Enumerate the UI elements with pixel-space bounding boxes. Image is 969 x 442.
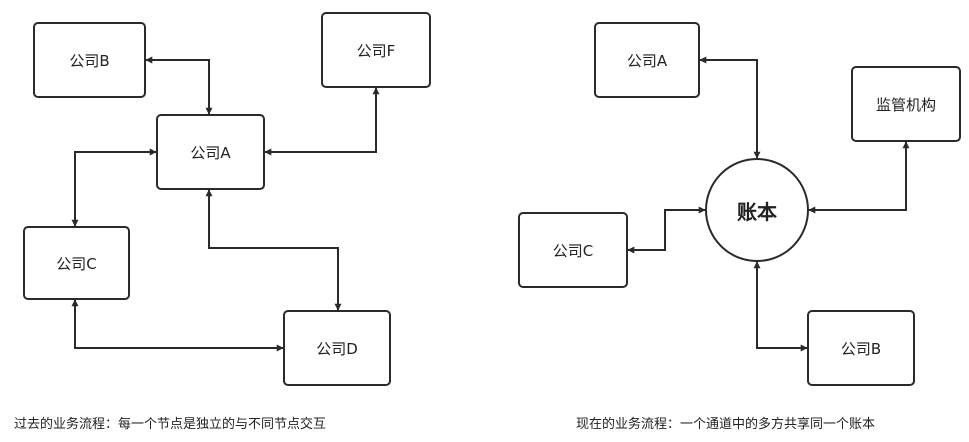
node-company-f-label: 公司F <box>356 41 396 60</box>
node-company-a: 公司A <box>156 114 265 190</box>
right-caption: 现在的业务流程：一个通道中的多方共享同一个账本 <box>576 417 876 432</box>
edge-a-f <box>264 87 380 156</box>
node-company-d-label: 公司D <box>316 339 358 358</box>
left-caption: 过去的业务流程：每一个节点是独立的与不同节点交互 <box>14 417 327 432</box>
edge-a-d <box>205 189 342 311</box>
node-ledger: 账本 <box>705 158 809 262</box>
node-company-c-label: 公司C <box>56 254 97 273</box>
node-company-c: 公司C <box>23 226 130 300</box>
edge-a-c <box>71 148 157 227</box>
node-company-b-right-label: 公司B <box>840 339 882 358</box>
node-company-b-label: 公司B <box>69 51 110 70</box>
node-company-a-right: 公司A <box>594 22 700 98</box>
node-company-b-right: 公司B <box>807 310 915 386</box>
node-company-c-right: 公司C <box>518 212 628 288</box>
node-company-f: 公司F <box>321 12 431 88</box>
node-regulator: 监管机构 <box>851 66 961 142</box>
node-company-a-right-label: 公司A <box>626 51 668 70</box>
edge-ledger-c <box>627 206 706 254</box>
node-regulator-label: 监管机构 <box>875 95 936 114</box>
node-company-d: 公司D <box>283 310 391 386</box>
edge-ledger-b <box>753 261 808 352</box>
node-ledger-label: 账本 <box>737 199 777 224</box>
node-company-a-label: 公司A <box>190 143 231 162</box>
node-company-b: 公司B <box>33 22 146 98</box>
edge-ledger-a <box>699 56 761 159</box>
edge-b-a <box>145 56 213 115</box>
edge-c-d <box>71 299 284 352</box>
edge-ledger-regulator <box>808 141 910 214</box>
node-company-c-right-label: 公司C <box>552 241 594 260</box>
